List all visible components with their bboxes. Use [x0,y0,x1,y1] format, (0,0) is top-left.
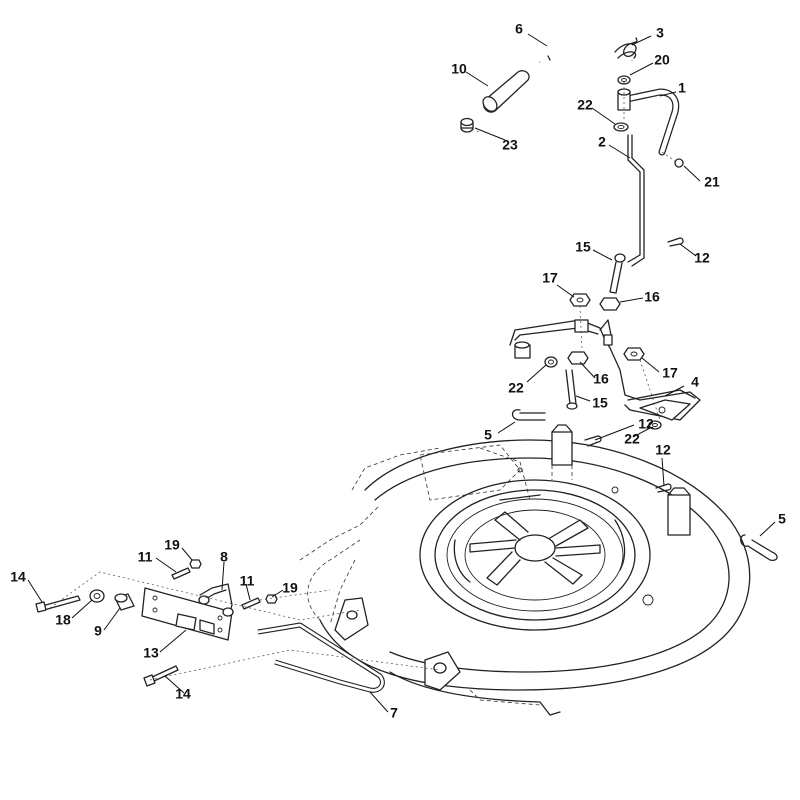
callout-19: 19 [164,537,180,553]
callout-3: 3 [656,25,664,41]
part-21-ring [674,158,684,168]
callout-11: 11 [138,549,153,565]
part-19-nut-left [189,559,202,569]
callout-14: 14 [175,686,191,702]
callout-11: 11 [240,573,255,589]
callout-12: 12 [638,416,654,432]
part-10-hand-grip [482,70,530,113]
callout-7: 7 [390,705,398,721]
callout-17: 17 [542,270,558,286]
part-22-washer-lower [648,420,662,430]
callout-16: 16 [593,371,609,387]
callout-4: 4 [691,374,699,390]
part-15-bolt-upper [609,253,626,294]
callout-15: 15 [592,395,608,411]
callout-17: 17 [662,365,678,381]
flap-hinge-brackets [334,597,461,691]
mower-deck-housing [299,439,751,716]
callout-21: 21 [704,174,720,190]
callout-6: 6 [515,21,523,37]
part-8-spring [198,583,234,617]
pivot-bracket-right [667,487,691,536]
pivot-bracket-left [551,424,573,480]
callout-12: 12 [694,250,710,266]
callout-5: 5 [484,427,492,443]
callout-14: 14 [10,569,26,585]
part-6-handle-rod [539,15,634,64]
part-23-cap [460,117,474,133]
callout-22: 22 [508,380,524,396]
part-13-flap-plate [141,587,233,641]
part-15-bolt-lower [565,369,578,410]
callout-15: 15 [575,239,591,255]
callout-12: 12 [655,442,671,458]
part-22-washer-mid [544,356,558,368]
callout-18: 18 [55,612,71,628]
callout-8: 8 [220,549,228,565]
part-11-pin-left [171,567,191,580]
part-16-nut-lower [567,351,589,365]
callout-labels: 6 3 10 20 1 22 23 2 21 15 12 17 16 17 22… [10,21,786,721]
part-22-washer-top [613,122,629,132]
part-19-nut-right [265,594,278,604]
part-9-bushing [114,593,135,611]
callout-9: 9 [94,623,102,639]
part-2-link-rod [627,134,645,267]
part-14-bolt-lower [143,665,179,687]
part-5-pin-left [511,409,546,421]
callout-13: 13 [143,645,159,661]
callout-5: 5 [778,511,786,527]
part-17-nut-right [623,347,645,361]
callout-22: 22 [577,97,593,113]
callout-20: 20 [654,52,670,68]
leader-lines [27,33,776,713]
part-14-bolt-upper [35,595,81,613]
part-3-spring-clip [614,37,638,59]
part-20-washer [617,75,631,85]
callout-23: 23 [502,137,518,153]
callout-2: 2 [598,134,606,150]
part-4-height-frame [509,319,701,421]
part-11-pin-right [241,597,261,610]
callout-16: 16 [644,289,660,305]
alignment-lines [49,82,677,681]
callout-19: 19 [282,580,298,596]
part-12-clip-right [655,483,672,493]
part-17-nut-upper [569,293,591,307]
part-18-knob [89,589,105,603]
part-1-lever-arm [617,88,680,156]
part-5-pin-right [740,534,778,561]
part-12-clip-left [584,435,602,447]
callout-10: 10 [451,61,467,77]
callout-1: 1 [678,80,686,96]
callout-22: 22 [624,431,640,447]
part-7-bail-rod [257,622,385,693]
part-16-nut-upper [599,297,621,311]
